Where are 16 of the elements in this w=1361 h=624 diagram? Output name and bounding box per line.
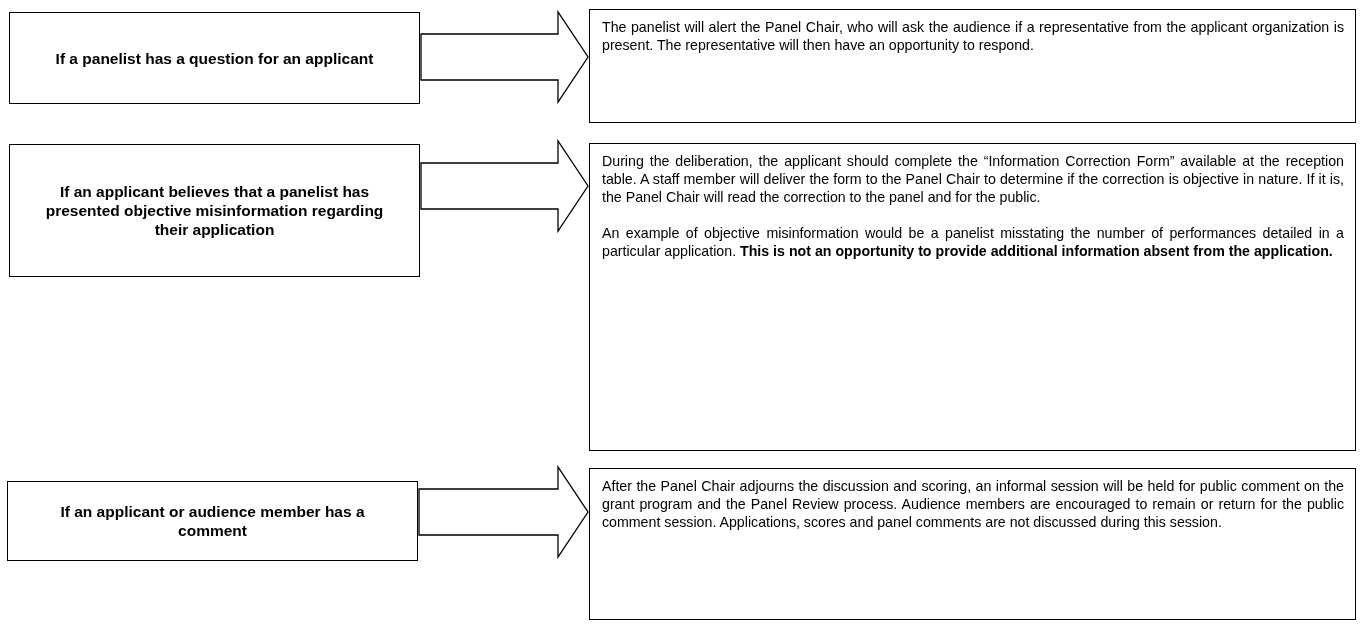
- block-arrow: [418, 464, 589, 560]
- response-box: [589, 143, 1356, 451]
- response-box: [589, 9, 1356, 123]
- response-box: [589, 468, 1356, 620]
- condition-box: [9, 12, 420, 104]
- response-text: The panelist will alert the Panel Chair, who will ask the audience if a representative from the applicant organization is present. The representative will then have an opportunity to respond.: [602, 18, 1344, 54]
- condition-box: [9, 144, 420, 277]
- response-text: After the Panel Chair adjourns the discussion and scoring, an informal session will be held for public comment on the grant program and the Panel Review process. Audience members are encouraged to remain or return for the public comment session. Applications, scores and panel comments are not discussed during this session.: [602, 477, 1344, 531]
- condition-text: If an applicant or audience member has a comment: [59, 502, 366, 540]
- block-arrow: [420, 9, 589, 105]
- condition-box: [7, 481, 418, 561]
- condition-text: If a panelist has a question for an applicant: [55, 48, 374, 68]
- response-text: During the deliberation, the applicant should complete the “Information Correction Form” available at the reception table. A staff member will deliver the form to the Panel Chair to determine if the correction is objective in nature. If it is, the Panel Chair will read the correction to the panel and for the public.: [602, 152, 1344, 206]
- condition-text: If an applicant believes that a panelist has presented objective misinformation regarding their application: [44, 182, 385, 239]
- block-arrow: [420, 138, 589, 234]
- response-text: An example of objective misinformation would be a panelist misstating the number of performances detailed in a particular application. This is not an opportunity to provide additional information absent from the application.: [602, 224, 1344, 260]
